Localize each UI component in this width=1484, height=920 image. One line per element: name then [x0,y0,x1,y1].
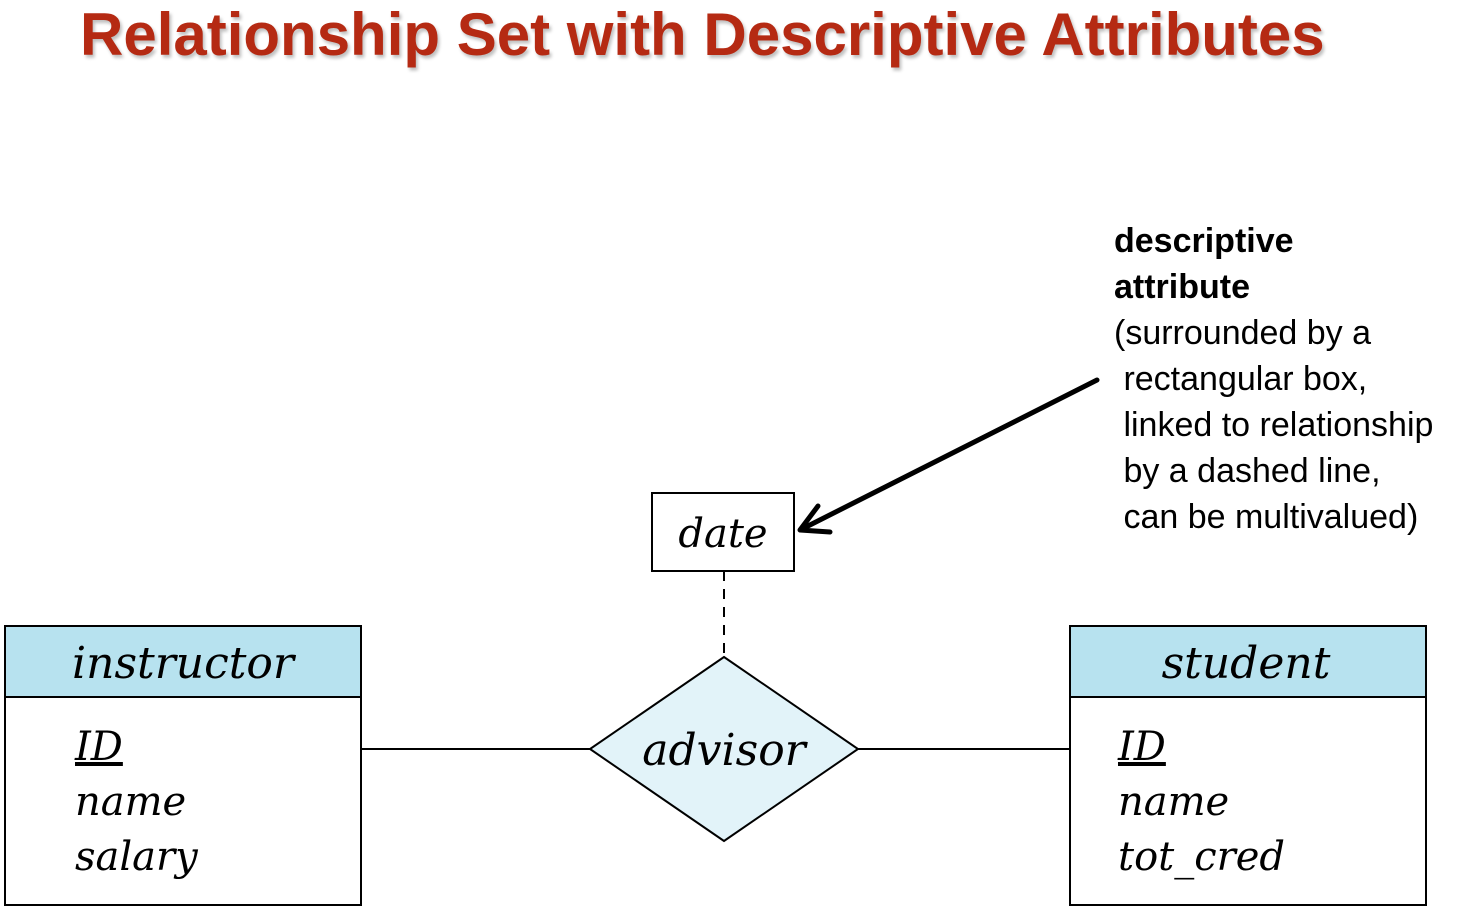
entity-instructor-attr-name: name [75,779,186,825]
callout-arrow [799,377,1100,532]
attribute-date-label: date [678,511,767,557]
entity-student-attr-name: name [1118,779,1229,825]
relationship-advisor-diamond [588,655,860,843]
callout-body: (surrounded by a rectangular box, linked… [1114,314,1434,536]
entity-instructor-attr-salary: salary [75,834,199,880]
entity-student-name: student [1162,638,1331,689]
entity-instructor: instructor ID name salary [4,625,362,906]
entity-student-attr-id: ID [1117,724,1166,770]
callout-text: descriptive attribute (surrounded by a r… [1114,218,1482,540]
callout-arrow-head [797,503,833,535]
entity-instructor-attr-id: ID [74,724,123,770]
relationship-advisor-label: advisor [642,725,808,776]
entity-instructor-name: instructor [72,638,297,689]
entity-instructor-header [4,625,362,698]
attribute-date-box [651,492,795,572]
callout-heading-line2: attribute [1114,268,1250,306]
entity-student: student ID name tot_cred [1069,625,1427,906]
entity-student-body [1069,696,1427,906]
entity-student-attr-totcred: tot_cred [1118,834,1285,880]
callout-heading-line1: descriptive [1114,222,1294,260]
slide-title: Relationship Set with Descriptive Attrib… [80,1,1325,68]
entity-instructor-body [4,696,362,906]
